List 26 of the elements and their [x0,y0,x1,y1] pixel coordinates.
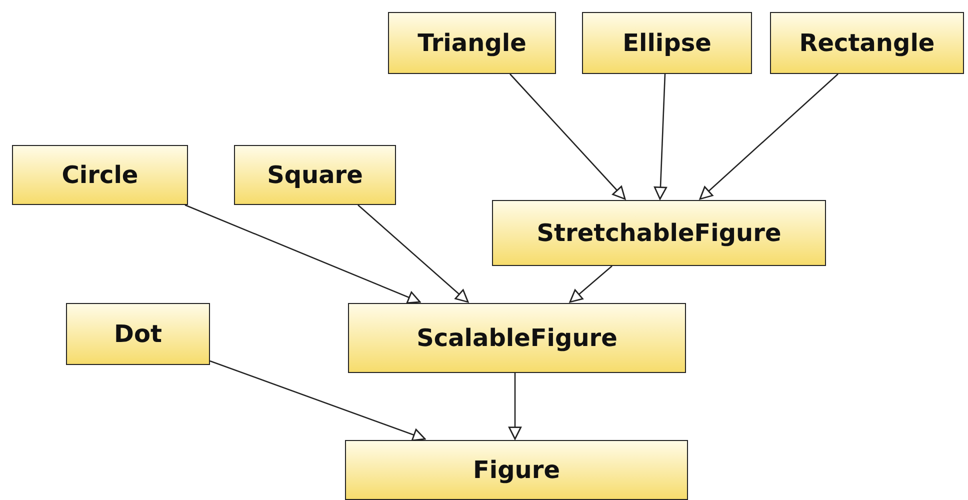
class-box [492,200,826,266]
arrow [184,204,421,304]
class-box [66,303,210,365]
arrow [358,204,469,303]
arrow [654,74,667,200]
class-name: Rectangle [799,29,935,57]
class-box [388,12,556,74]
class-name: Figure [473,456,560,484]
class-box [12,145,188,205]
arrow [699,74,838,200]
class-name: Ellipse [622,29,712,57]
class-name: Triangle [418,29,526,57]
class-box [582,12,752,74]
class-name: Dot [114,320,162,348]
arrow [210,360,426,442]
arrow [569,266,612,303]
arrow [510,74,626,200]
class-box [348,303,686,373]
arrow [508,373,522,440]
class-name: ScalableFigure [416,324,618,352]
class-box [345,440,688,500]
class-name: Square [267,161,363,189]
class-name: Circle [62,161,138,189]
class-box [234,145,396,205]
class-name: StretchableFigure [536,219,782,247]
class-box [770,12,964,74]
